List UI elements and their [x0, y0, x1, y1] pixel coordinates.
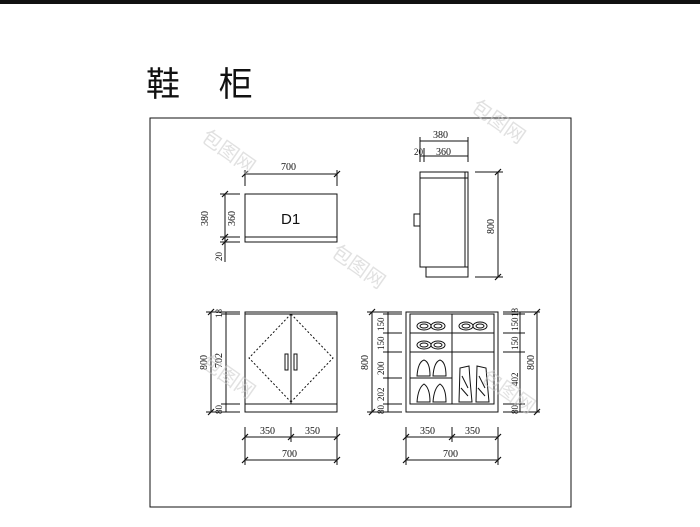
side-height-dim: 800: [486, 219, 497, 234]
interior-right-row1-dim: 150: [510, 317, 520, 331]
watermark-5: 包图网: [477, 364, 540, 418]
watermark-1: 包图网: [197, 124, 260, 178]
top-width-dim: 700: [281, 162, 296, 173]
interior-right-total-dim: 800: [526, 355, 537, 370]
interior-row4-dim: 202: [376, 388, 386, 402]
top-edge-dim: 20: [214, 252, 224, 262]
side-inner-dim: 360: [436, 147, 451, 158]
front-total-dim: 700: [282, 449, 297, 460]
interior-row1-dim: 150: [376, 317, 386, 331]
watermark-2: 包图网: [467, 94, 530, 148]
interior-right-base-dim: 80: [510, 405, 520, 415]
interior-height-dim: 800: [360, 355, 371, 370]
cabinet-label: D1: [281, 211, 300, 228]
front-left-dim: 350: [260, 426, 275, 437]
interior-right-row2-dim: 150: [510, 336, 520, 350]
interior-right-dim: 350: [465, 426, 480, 437]
interior-total-dim: 700: [443, 449, 458, 460]
side-view: [413, 137, 503, 278]
interior-top-dim: 18: [510, 308, 520, 318]
front-base-dim: 80: [214, 405, 224, 415]
side-edge-dim: 20: [414, 147, 424, 157]
watermark-3: 包图网: [327, 239, 390, 293]
front-right-dim: 350: [305, 426, 320, 437]
interior-base-dim: 80: [376, 405, 386, 415]
dimension-ticks: [207, 168, 541, 464]
interior-right-row3-dim: 402: [510, 373, 520, 387]
interior-view: [367, 311, 540, 465]
top-view: [220, 170, 338, 262]
top-border: [0, 0, 700, 4]
interior-row2-dim: 150: [376, 336, 386, 350]
sheet-frame: [149, 117, 572, 508]
front-door-dim: 702: [214, 353, 225, 368]
front-height-dim: 800: [199, 355, 210, 370]
interior-left-dim: 350: [420, 426, 435, 437]
side-width-dim: 380: [433, 130, 448, 141]
drawing-title: 鞋 柜: [146, 65, 267, 105]
front-top-dim: 18: [214, 309, 224, 319]
watermark-4: 包图网: [197, 349, 260, 403]
top-inner-dim: 360: [227, 211, 238, 226]
interior-row3-dim: 200: [376, 361, 386, 375]
top-depth-dim: 380: [200, 211, 211, 226]
front-view: [206, 311, 338, 465]
